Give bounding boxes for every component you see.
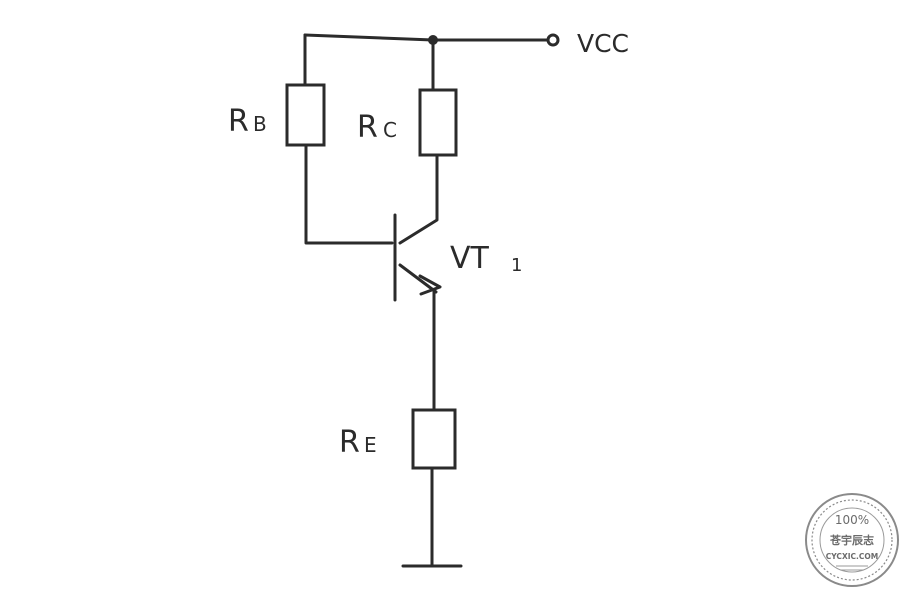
vcc-label: VCC [577,29,629,58]
vt-label: VT [450,241,490,276]
vcc-terminal [546,33,560,47]
rc-bottom-wire [398,153,439,245]
re-label: R [339,425,360,460]
watermark-bottom-text: CYCXIC.COM [826,552,878,561]
rb-subscript: B [253,112,267,136]
watermark-middle-text: 苍宇辰志 [829,533,874,547]
rb-label: R [228,104,249,139]
vcc-rail-wire [303,33,550,42]
emitter-arrow-icon [418,274,442,296]
re-subscript: E [364,433,377,457]
rb-bottom-wire [304,143,394,245]
transistor-emitter-leg [398,263,438,294]
watermark-seal: 100% 苍宇辰志 CYCXIC.COM [805,493,899,587]
watermark-top-text: 100% [835,513,869,527]
rc-subscript: C [383,118,397,142]
resistor-re [411,408,457,470]
resistor-rc [418,88,458,157]
vt-subscript: 1 [511,255,522,276]
resistor-rb [285,83,326,147]
rc-label: R [357,110,378,145]
